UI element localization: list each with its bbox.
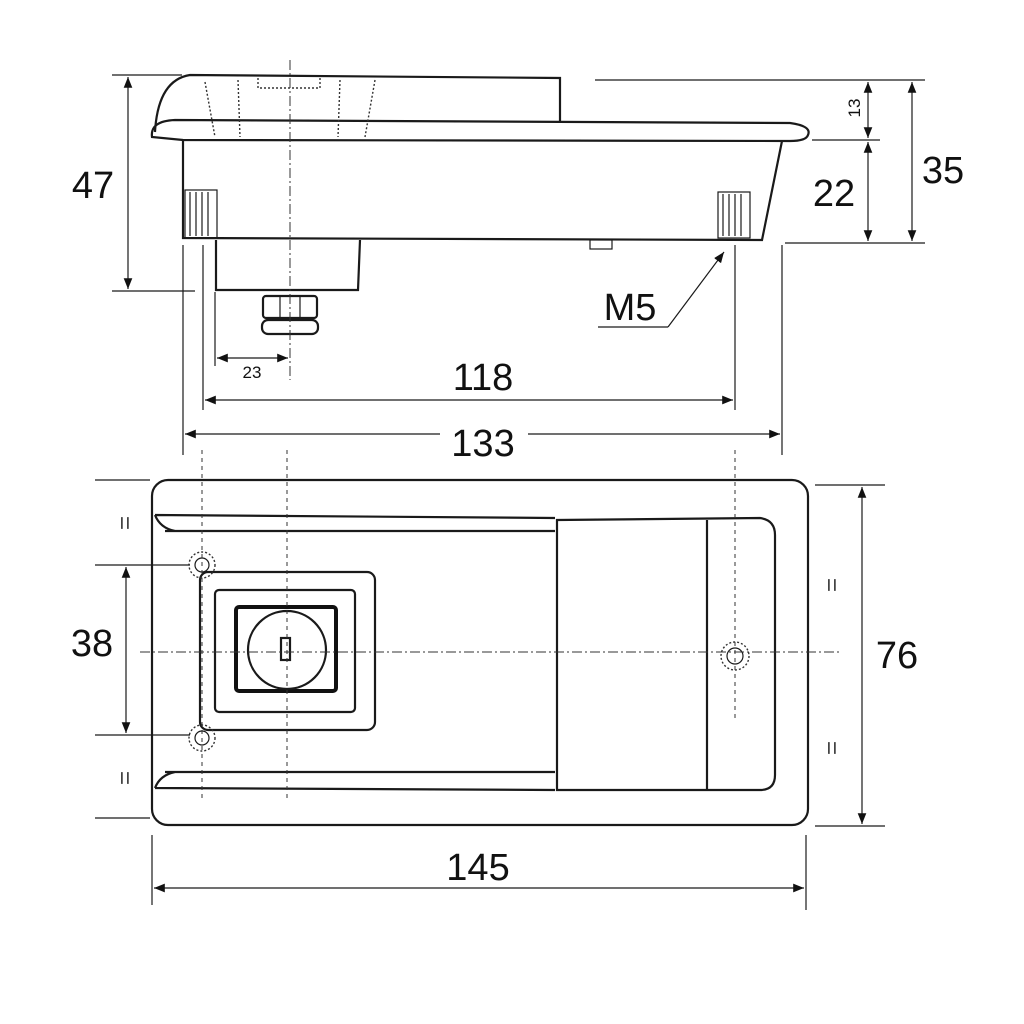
dim-133-label: 133 bbox=[451, 423, 514, 465]
symmetry-mark: = bbox=[818, 741, 845, 755]
dim-47-label: 47 bbox=[72, 165, 114, 207]
dim-38-label: 38 bbox=[71, 623, 113, 665]
symmetry-mark: = bbox=[111, 771, 138, 785]
symmetry-mark: = bbox=[818, 578, 845, 592]
dim-35-label: 35 bbox=[922, 150, 964, 192]
thread-m5-label: M5 bbox=[604, 287, 657, 329]
dim-13-label: 13 bbox=[845, 99, 864, 118]
side-view bbox=[150, 60, 810, 380]
dim-76-label: 76 bbox=[876, 635, 918, 677]
dim-118-label: 118 bbox=[453, 357, 514, 399]
symmetry-mark: = bbox=[111, 516, 138, 530]
threaded-insert-right bbox=[717, 191, 751, 239]
threaded-insert-left bbox=[184, 189, 218, 239]
side-view-dimensions: 47 13 22 35 M5 23 118 133 bbox=[72, 74, 964, 465]
screw-hole-icon bbox=[720, 641, 750, 671]
front-view bbox=[140, 450, 840, 827]
handle-paddle bbox=[555, 516, 777, 792]
dim-23-label: 23 bbox=[243, 363, 262, 382]
front-view-dimensions: 38 = = 76 = = 145 bbox=[71, 479, 918, 910]
dim-22-label: 22 bbox=[813, 173, 855, 215]
dim-145-label: 145 bbox=[446, 847, 509, 889]
